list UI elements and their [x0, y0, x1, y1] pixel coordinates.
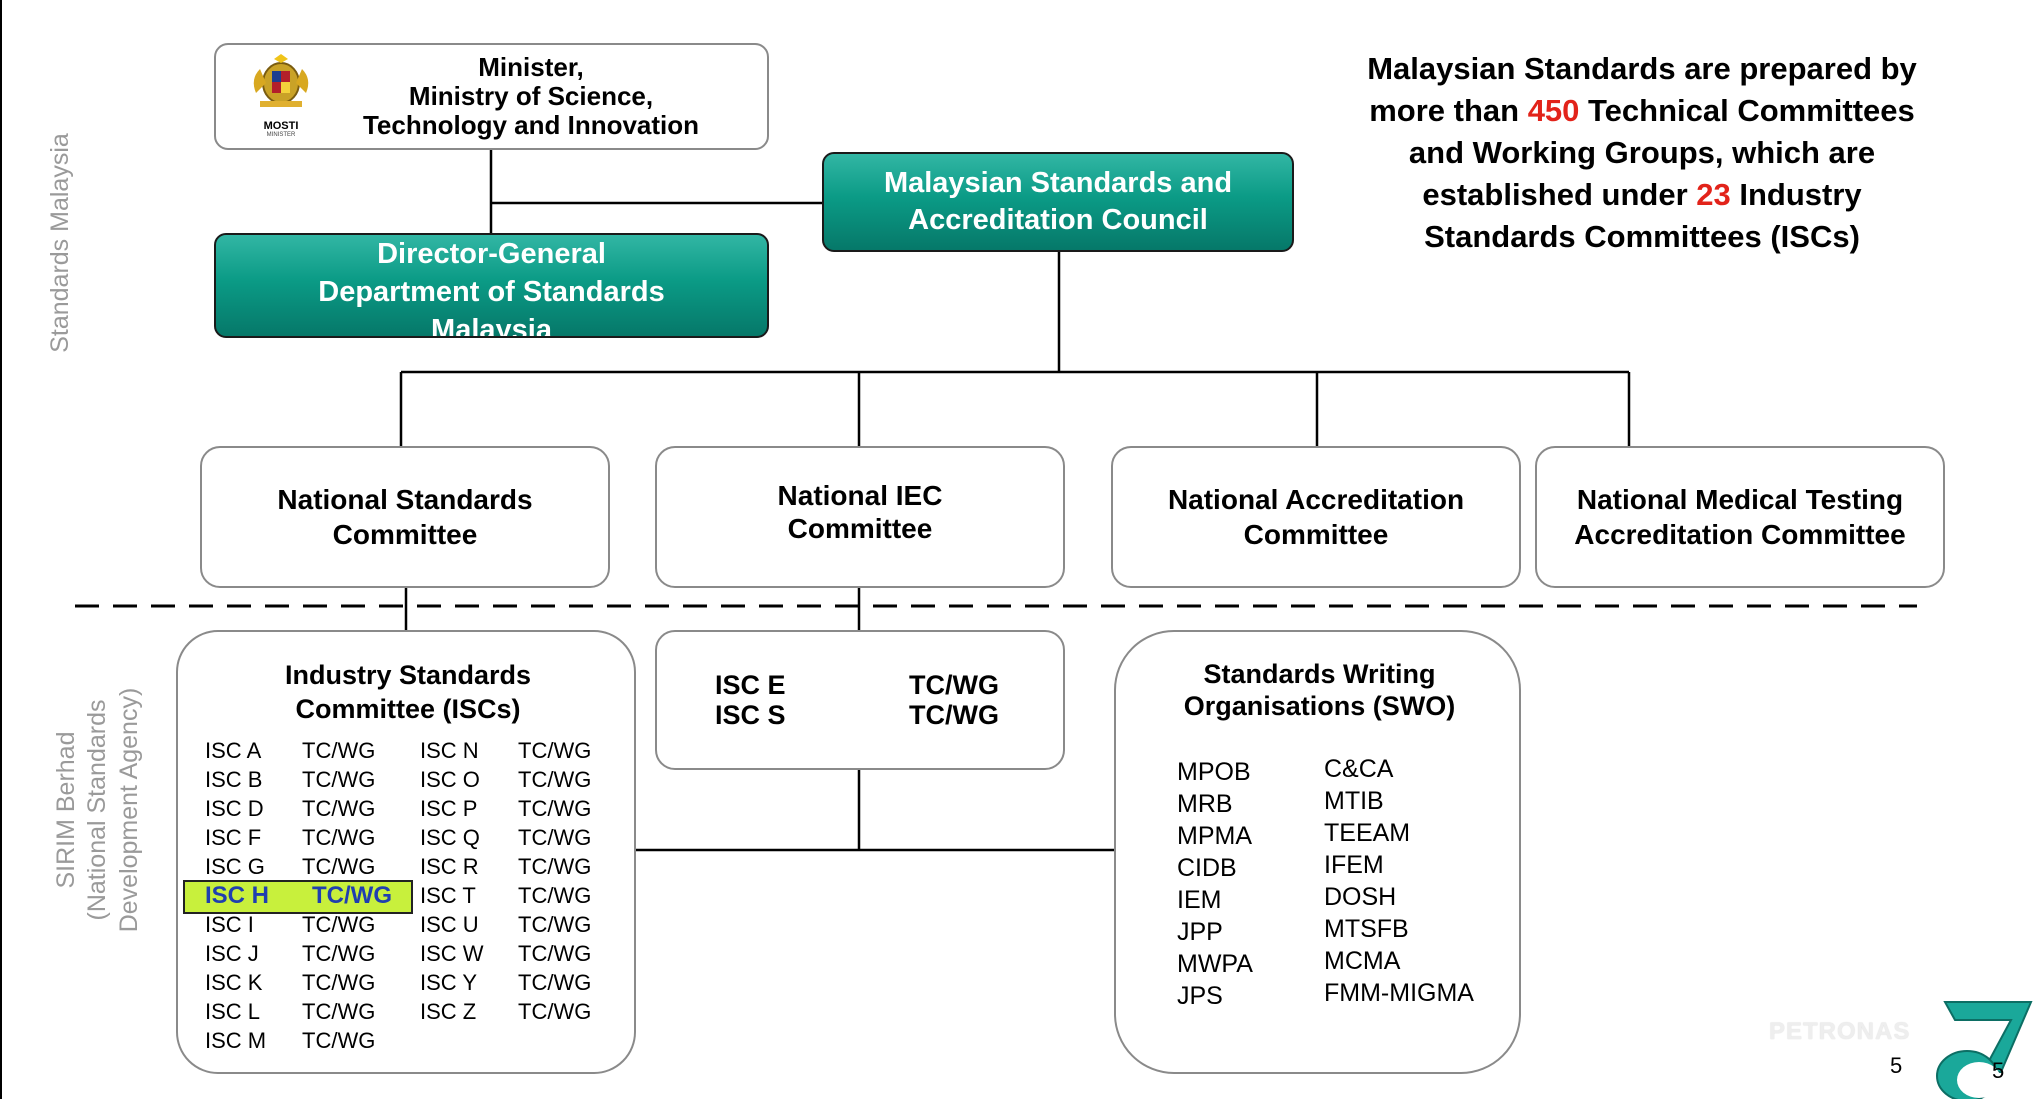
isc-list-item: TC/WG — [518, 883, 592, 908]
isc-es-row: ISC E — [715, 670, 786, 700]
isc-list-item: TC/WG — [302, 825, 376, 850]
petronas-logo-icon — [1936, 1001, 2033, 1099]
isc-list-item: TC/WG — [518, 738, 592, 763]
swo-list-item: CIDB — [1177, 854, 1237, 882]
isc-highlight — [183, 880, 413, 914]
isc-list-item: ISC H — [205, 882, 270, 909]
swo-list-item: TEEAM — [1324, 819, 1411, 847]
isc-list-item: ISC O — [420, 767, 480, 792]
swo-list-item: MRB — [1177, 790, 1233, 818]
isc-list-item: TC/WG — [302, 738, 376, 763]
director-box: Director-General Department of Standards… — [214, 233, 769, 338]
minister-title: Minister, Ministry of Science, Technolog… — [362, 52, 700, 140]
isc-list-item: TC/WG — [518, 970, 592, 995]
isc-list-item: ISC B — [205, 767, 263, 792]
council-box: Malaysian Standards and Accreditation Co… — [822, 152, 1294, 252]
swo-list-item: MWPA — [1177, 950, 1253, 978]
swo-list-item: MPOB — [1177, 758, 1251, 786]
isc-es-row: ISC S — [715, 700, 786, 730]
committee-national-iec: National IEC Committee — [655, 446, 1065, 588]
isc-list-item: ISC Q — [420, 825, 480, 850]
isc-list-item: ISC Y — [420, 970, 478, 995]
swo-list-item: IFEM — [1324, 851, 1384, 879]
isc-list-item: TC/WG — [518, 796, 592, 821]
swo-list-item: MTIB — [1324, 787, 1384, 815]
isc-list-item: TC/WG — [302, 1028, 376, 1053]
isc-list-item: ISC Z — [420, 999, 477, 1024]
isc-list-item: ISC W — [420, 941, 484, 966]
isc-list-item: TC/WG — [302, 854, 376, 879]
mosti-logo: MOSTI MINISTER — [246, 53, 316, 145]
coat-of-arms-icon — [253, 54, 309, 107]
isc-list-item: ISC L — [205, 999, 261, 1024]
swo-box: Standards Writing Organisations (SWO) — [1114, 630, 1521, 1074]
isc-es-row: TC/WG — [909, 700, 999, 730]
swo-list-item: JPS — [1177, 982, 1223, 1010]
side-label-standards-malaysia: Standards Malaysia — [46, 133, 74, 353]
isc-list-item: ISC M — [205, 1028, 267, 1053]
isc-list-item: TC/WG — [302, 941, 376, 966]
isc-list-item: TC/WG — [302, 767, 376, 792]
swo-list-item: JPP — [1177, 918, 1223, 946]
logo-page-number: 5 — [1992, 1058, 2005, 1083]
isc-list-item: TC/WG — [518, 912, 592, 937]
isc-list-item: ISC U — [420, 912, 479, 937]
isc-list-item: TC/WG — [302, 999, 376, 1024]
statement-text: Malaysian Standards are prepared by more… — [1367, 51, 1917, 254]
isc-box: Industry Standards Committee (ISCs) — [176, 630, 636, 1074]
isc-list-item: ISC G — [205, 854, 265, 879]
isc-list-item: TC/WG — [312, 882, 392, 909]
mosti-logo-text: MOSTI — [263, 120, 299, 132]
isc-list-item: ISC J — [205, 941, 259, 966]
isc-es-row: TC/WG — [909, 670, 999, 700]
isc-list-item: TC/WG — [518, 999, 592, 1024]
swo-list-item: MCMA — [1324, 947, 1401, 975]
isc-list-item: TC/WG — [518, 825, 592, 850]
petronas-wordmark: PETRONAS — [1769, 1018, 1911, 1045]
committee-national-medical-testing: National Medical Testing Accreditation C… — [1535, 446, 1945, 588]
committee-national-accreditation: National Accreditation Committee — [1111, 446, 1521, 588]
isc-list-item: TC/WG — [518, 767, 592, 792]
committee-national-standards: National Standards Committee — [200, 446, 610, 588]
page-number: 5 — [1890, 1053, 1903, 1078]
isc-list-item: ISC I — [205, 912, 254, 937]
mosti-logo-subtext: MINISTER — [266, 132, 296, 138]
isc-list-item: ISC K — [205, 970, 263, 995]
swo-list-item: FMM-MIGMA — [1324, 979, 1474, 1007]
isc-list-item: ISC T — [420, 883, 476, 908]
isc-list-item: TC/WG — [518, 941, 592, 966]
isc-list-item: ISC A — [205, 738, 262, 763]
isc-title: Industry Standards Committee (ISCs) — [284, 660, 532, 724]
minister-box: MOSTI MINISTER Minister, Ministry of Sci… — [214, 43, 769, 150]
side-label-sirim: SIRIM Berhad (National Standards Develop… — [52, 687, 143, 933]
isc-list-item: ISC P — [420, 796, 478, 821]
isc-list-item: ISC N — [420, 738, 479, 763]
isc-list-item: TC/WG — [302, 912, 376, 937]
swo-list-item: MPMA — [1177, 822, 1252, 850]
isc-list-item: TC/WG — [518, 854, 592, 879]
isc-list-item: TC/WG — [302, 970, 376, 995]
swo-title: Standards Writing Organisations (SWO) — [1183, 659, 1456, 721]
swo-list-item: IEM — [1177, 886, 1222, 914]
isc-es-box: ISC E TC/WG ISC S TC/WG — [655, 630, 1065, 770]
isc-list-item: ISC D — [205, 796, 264, 821]
swo-list-item: C&CA — [1324, 755, 1394, 783]
swo-list-item: MTSFB — [1324, 915, 1409, 943]
swo-list-item: DOSH — [1324, 883, 1397, 911]
isc-list-item: ISC F — [205, 825, 262, 850]
isc-list-item: TC/WG — [302, 796, 376, 821]
isc-list-item: ISC R — [420, 854, 479, 879]
